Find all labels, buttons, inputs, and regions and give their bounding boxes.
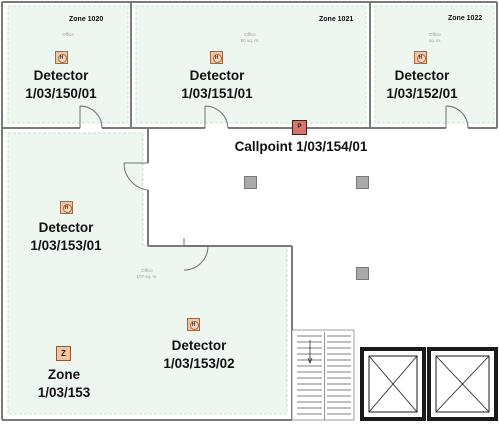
zone-marker-icon[interactable]: Z (56, 346, 71, 361)
heat-detector-icon[interactable]: H (210, 51, 223, 64)
room-type: Office (244, 32, 256, 37)
detector-glyph: H (418, 55, 423, 61)
detector-title: Detector (394, 68, 450, 83)
zone-marker-glyph: Z (61, 349, 66, 358)
zone-marker-id: 1/03/153 (37, 385, 91, 400)
detector-label: Detector 1/03/150/01 (6, 67, 116, 103)
detector-label: Detector 1/03/153/01 (11, 219, 121, 255)
heat-detector-icon[interactable]: H (414, 51, 427, 64)
room-type: Office (62, 32, 74, 37)
callpoint-icon[interactable]: P (292, 120, 307, 135)
room-label-153: Office 107 sq. m. (122, 268, 172, 280)
heat-detector-icon[interactable]: H (187, 318, 200, 331)
callpoint-label: Callpoint 1/03/154/01 (234, 139, 368, 154)
detector-id: 1/03/152/01 (386, 86, 458, 101)
lift-shafts (360, 347, 498, 421)
detector-title: Detector (33, 68, 89, 83)
detector-title: Detector (171, 338, 227, 353)
column (356, 267, 369, 280)
detector-id: 1/03/153/02 (163, 356, 235, 371)
zone-marker-label: Zone 1/03/153 (14, 366, 114, 402)
room-area: 107 sq. m. (136, 274, 158, 279)
detector-glyph: H (191, 322, 196, 328)
column (244, 176, 257, 189)
zone-area-1022 (374, 5, 495, 124)
room-label-1020: Office (48, 32, 88, 38)
detector-title: Detector (189, 68, 245, 83)
room-label-1021: Office 50 sq. m. (225, 32, 275, 44)
zone-marker-title: Zone (47, 367, 81, 382)
detector-label: Detector 1/03/153/02 (144, 337, 254, 373)
detector-glyph: H (64, 205, 69, 211)
room-label-1022: Office sq. m. (413, 32, 457, 44)
room-type: Office (141, 268, 153, 273)
room-area: 50 sq. m. (240, 38, 260, 43)
heat-detector-icon[interactable]: H (60, 201, 73, 214)
detector-id: 1/03/153/01 (30, 238, 102, 253)
staircase (291, 329, 355, 421)
room-area: sq. m. (428, 38, 442, 43)
detector-id: 1/03/150/01 (25, 86, 97, 101)
detector-label: Detector 1/03/152/01 (367, 67, 477, 103)
detector-id: 1/03/151/01 (181, 86, 253, 101)
zone-areas (7, 5, 495, 415)
column (356, 176, 369, 189)
zone-title-1022: Zone 1022 (448, 15, 483, 22)
zone-area-1021 (135, 5, 367, 124)
detector-label: Detector 1/03/151/01 (162, 67, 272, 103)
heat-detector-icon[interactable]: H (55, 51, 68, 64)
zone-title-1021: Zone 1021 (319, 16, 354, 23)
detector-glyph: H (59, 55, 64, 61)
room-type: Office (429, 32, 441, 37)
zone-area-1020 (7, 5, 129, 124)
doors (79, 105, 469, 271)
detector-title: Detector (38, 220, 94, 235)
callpoint-glyph: P (297, 124, 302, 130)
zone-title-1020: Zone 1020 (69, 16, 104, 23)
detector-glyph: H (214, 55, 219, 61)
